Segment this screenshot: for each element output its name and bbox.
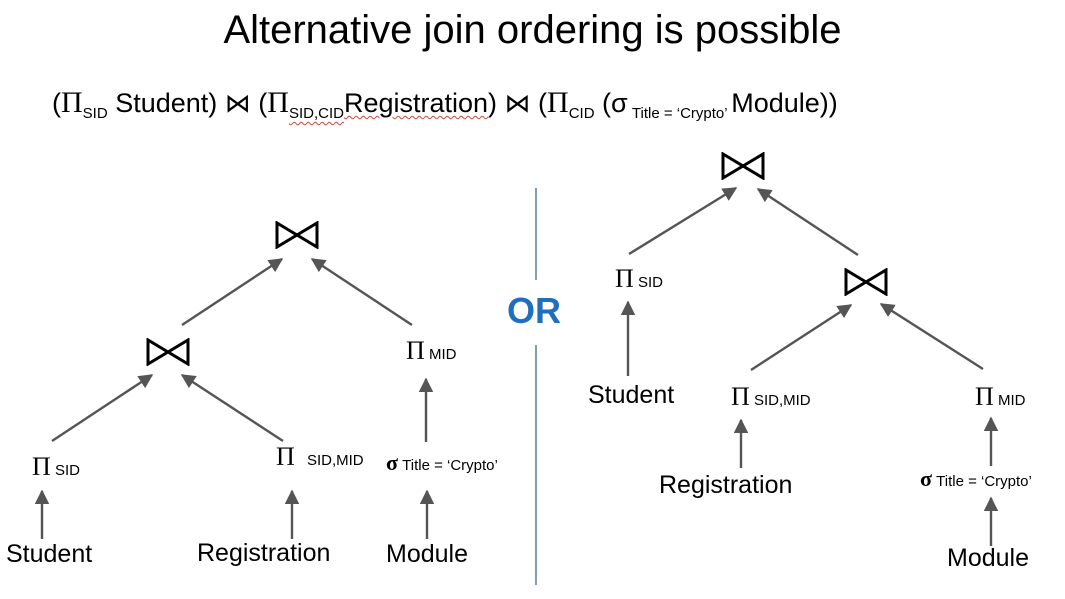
expr-sub-title-cond: Title = ‘Crypto’ xyxy=(627,105,732,122)
right-pi-sid-node: Π SID xyxy=(615,264,663,294)
left-sigma-node: σ Title = ‘Crypto’ xyxy=(386,450,498,476)
right-arrow-pisidmid-to-innerjoin xyxy=(750,303,853,372)
relational-algebra-expression: (ΠSID Student) ⋈ (ΠSID,CIDRegistration) … xyxy=(52,86,838,122)
right-sigma-symbol: σ xyxy=(920,466,932,491)
right-arrow-pimid-to-innerjoin xyxy=(879,302,984,371)
left-sigma-cond: Title = ‘Crypto’ xyxy=(402,457,498,474)
expr-pi-symbol-2: Π xyxy=(267,86,289,119)
left-root-join-icon xyxy=(275,221,319,249)
expr-module: Module)) xyxy=(731,88,838,118)
right-pi-sidmid-sub: SID,MID xyxy=(753,392,811,409)
right-pi-mid-sub: MID xyxy=(997,392,1026,409)
expr-close-paren-2: ) xyxy=(488,88,505,118)
or-label: OR xyxy=(507,290,561,331)
right-arrow-pisid-to-root xyxy=(628,186,738,256)
expr-open-paren-3: ( xyxy=(530,88,548,118)
right-pi-sid-sub: SID xyxy=(637,274,663,291)
left-sigma-symbol: σ xyxy=(386,450,398,475)
left-arrow-pimid-to-root xyxy=(310,257,413,327)
left-inner-join-icon xyxy=(146,338,190,366)
left-pi-sidmid-sub: SID,MID xyxy=(306,452,364,469)
left-pi-mid-symbol: Π xyxy=(406,336,425,365)
right-arrow-innerjoin-to-root xyxy=(756,187,859,257)
right-root-join-icon xyxy=(721,152,765,180)
right-pi-sidmid-node: Π SID,MID xyxy=(731,382,811,412)
left-pi-sid-node: Π SID xyxy=(32,452,80,482)
right-inner-join-icon xyxy=(844,268,888,296)
expr-pi-symbol-3: Π xyxy=(547,86,569,119)
expr-join-symbol-2: ⋈ xyxy=(504,89,531,119)
right-sigma-cond: Title = ‘Crypto’ xyxy=(936,473,1032,490)
left-arrow-pisid-to-innerjoin xyxy=(51,373,154,443)
slide-title: Alternative join ordering is possible xyxy=(223,8,842,52)
expr-sub-cid: CID xyxy=(568,105,595,122)
expr-open-paren-2: ( xyxy=(250,88,268,118)
right-student-relation: Student xyxy=(588,381,675,409)
right-pi-sid-symbol: Π xyxy=(615,264,634,293)
expr-pi-symbol-1: Π xyxy=(61,86,83,119)
expr-student: Student) xyxy=(107,88,225,118)
left-pi-mid-node: Π MID xyxy=(406,336,456,366)
left-module-relation: Module xyxy=(386,540,468,568)
left-pi-sidmid-node: Π SID,MID xyxy=(276,442,364,472)
right-pi-sidmid-symbol: Π xyxy=(731,382,750,411)
right-registration-relation: Registration xyxy=(659,471,793,499)
left-pi-mid-sub: MID xyxy=(428,346,457,363)
left-pi-sid-sub: SID xyxy=(54,462,80,479)
right-module-relation: Module xyxy=(947,544,1029,572)
left-arrow-innerjoin-to-root xyxy=(181,257,284,327)
expr-sub-sidcid: SID,CID xyxy=(288,105,344,122)
left-arrow-pisidmid-to-innerjoin xyxy=(180,373,284,443)
left-student-relation: Student xyxy=(6,540,93,568)
left-pi-sidmid-symbol: Π xyxy=(276,442,295,471)
right-pi-mid-node: Π MID xyxy=(975,382,1025,412)
expr-open-paren-1: ( xyxy=(52,88,61,118)
expr-sigma-open: (σ xyxy=(594,88,628,118)
left-registration-relation: Registration xyxy=(197,539,331,567)
right-pi-mid-symbol: Π xyxy=(975,382,994,411)
expr-join-symbol-1: ⋈ xyxy=(224,89,251,119)
expr-registration: Registration xyxy=(343,88,489,118)
right-sigma-node: σ Title = ‘Crypto’ xyxy=(920,466,1032,492)
left-pi-sid-symbol: Π xyxy=(32,452,51,481)
expr-sub-sid: SID xyxy=(82,105,108,122)
